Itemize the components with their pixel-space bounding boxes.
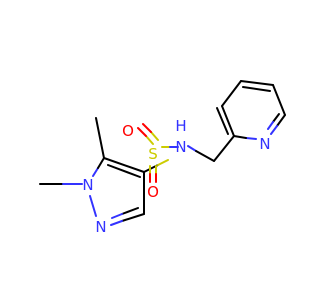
- atom-nh-h-label: H: [175, 117, 186, 135]
- molecule-structure: N N S O O N H N: [39, 80, 286, 236]
- atom-py-n-label: N: [259, 135, 270, 153]
- atom-nh-n-label: N: [175, 138, 186, 156]
- bond-py-n-c2-n: [245, 137, 257, 140]
- bond-py-c6-n-n: [270, 125, 278, 135]
- bond-py-n-c2: [233, 135, 247, 139]
- atom-n2-label: N: [95, 218, 106, 236]
- bond-s-o1-a: [145, 135, 154, 145]
- bond-s-o1-a-o: [137, 127, 147, 137]
- bond-py-c6-n-inner: [272, 113, 280, 123]
- atom-o2-label: O: [147, 183, 159, 201]
- atom-s-label: S: [148, 145, 158, 163]
- bond-s-o1-b: [150, 131, 159, 141]
- bond-py-c6-n: [276, 114, 286, 127]
- bond-s-o1-b-o: [142, 123, 152, 133]
- bond-c3-n2-n: [110, 220, 123, 226]
- bond-c5-c4-inner: [107, 164, 141, 178]
- bond-c5-c4: [103, 157, 145, 173]
- bond-n2-n1: [89, 195, 97, 217]
- bond-py-c5-c6: [272, 84, 286, 116]
- bond-ch2-c2: [213, 135, 235, 162]
- bond-c3-n2-inner: [121, 207, 139, 215]
- bond-n1-c5-n: [92, 167, 99, 177]
- bond-c3-n2-inner-n: [111, 213, 123, 219]
- bond-py-c4-c5: [240, 80, 274, 86]
- bond-c5-methyl: [95, 117, 105, 159]
- bond-py-c4-c5-inner: [242, 86, 271, 92]
- bond-py-c6-n-inner-n: [267, 121, 274, 130]
- bond-c4-s-s: [157, 159, 169, 166]
- bond-py-c3-c4: [221, 80, 242, 107]
- bond-py-c2-c3-inner: [216, 107, 229, 135]
- atom-o1-label: O: [122, 122, 134, 140]
- atom-n1-label: N: [82, 176, 93, 194]
- bond-nh-ch2: [195, 150, 215, 162]
- bond-n1-c5: [97, 157, 105, 169]
- bond-nh-ch2-n: [187, 145, 197, 152]
- bond-c3-n2: [121, 213, 145, 222]
- bond-py-c2-c3: [221, 105, 235, 137]
